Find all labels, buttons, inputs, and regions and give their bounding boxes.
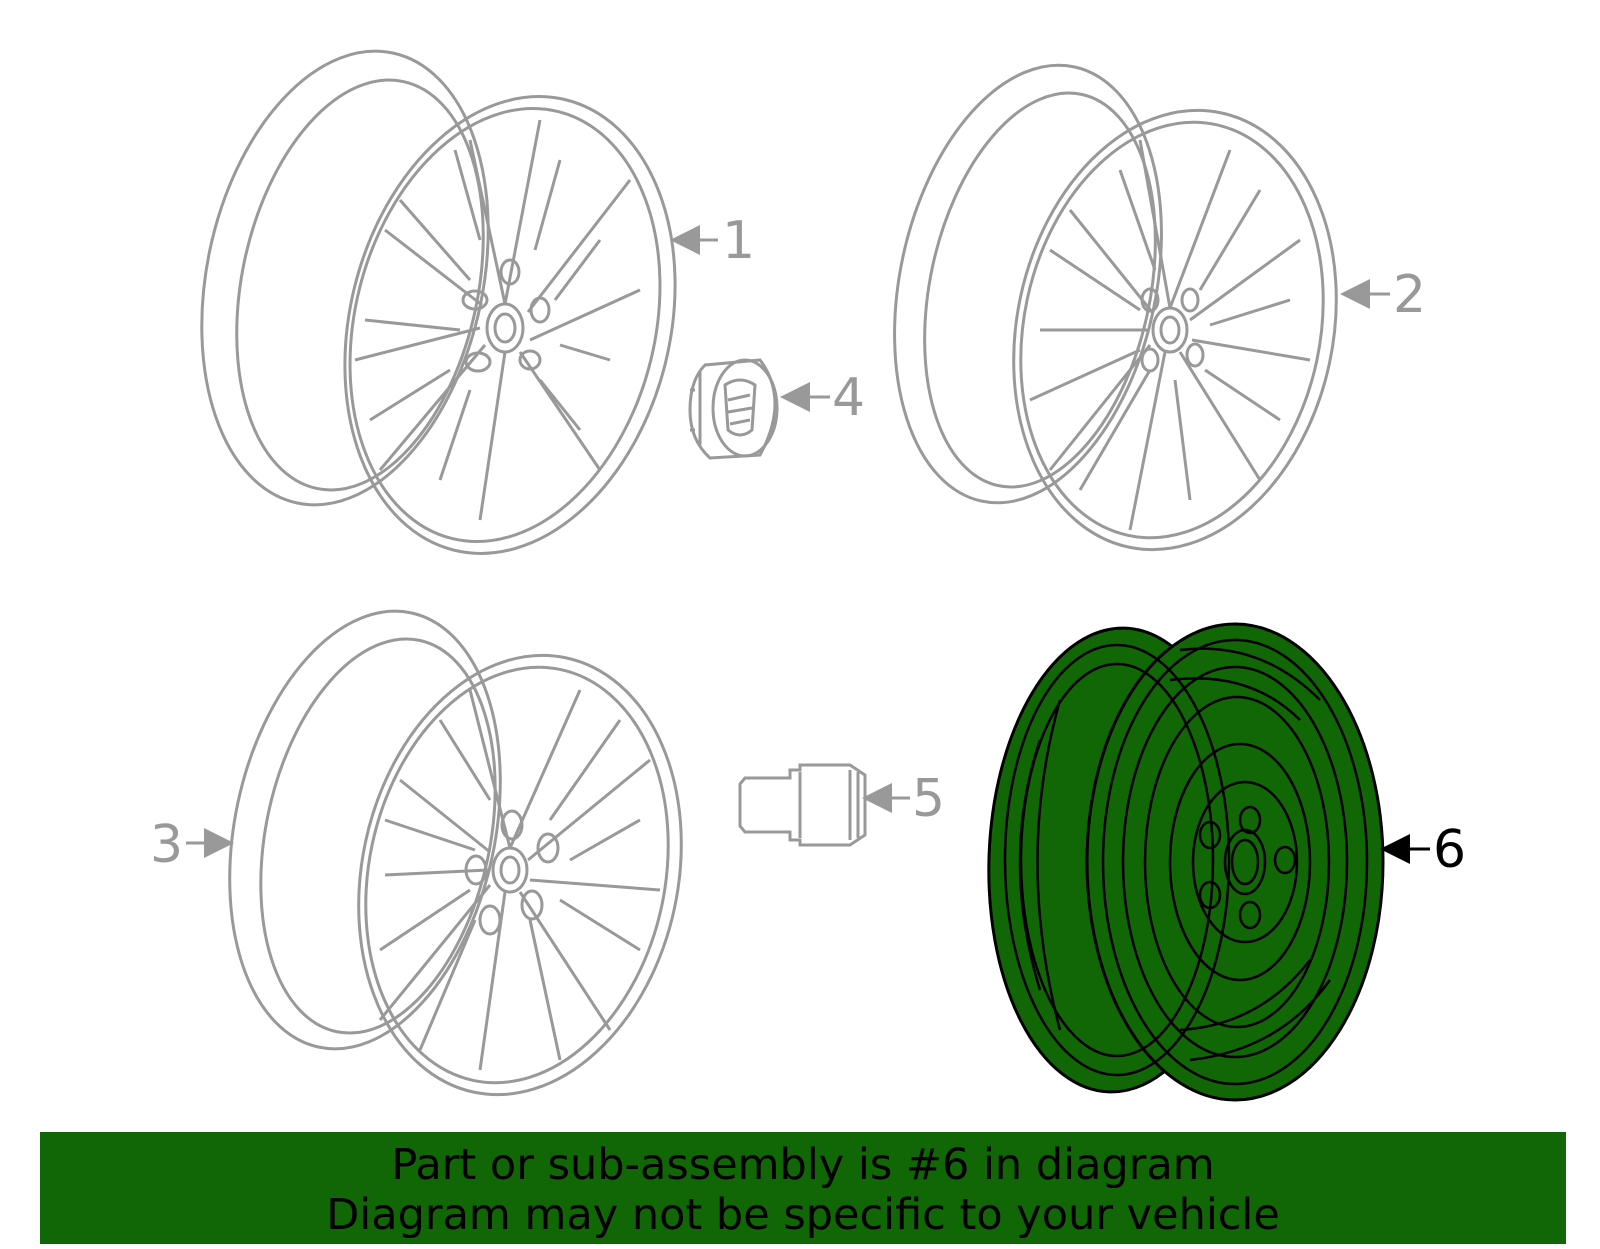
callout-2: 2 [1393, 265, 1426, 325]
wheel-part-2[interactable] [857, 40, 1376, 580]
banner-line-2: Diagram may not be specific to your vehi… [326, 1190, 1280, 1240]
wheel-part-1[interactable] [162, 24, 721, 588]
lug-nut-part-5[interactable] [738, 763, 867, 847]
callout-1: 1 [722, 211, 755, 271]
spare-wheel-part-6[interactable] [981, 622, 1385, 1102]
callout-arrows [186, 225, 1430, 864]
callout-3: 3 [150, 815, 183, 875]
banner-line-1: Part or sub-assembly is #6 in diagram [391, 1140, 1215, 1190]
callout-6: 6 [1433, 820, 1466, 880]
callout-4: 4 [832, 368, 865, 428]
wheel-part-3[interactable] [192, 586, 721, 1125]
center-cap-part-4[interactable] [688, 358, 779, 460]
callout-5: 5 [912, 769, 945, 829]
info-banner: Part or sub-assembly is #6 in diagram Di… [40, 1132, 1566, 1244]
